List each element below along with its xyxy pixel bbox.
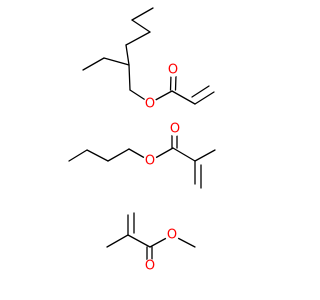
bond xyxy=(169,74,172,91)
bond xyxy=(103,57,130,66)
bond xyxy=(128,64,131,91)
bond xyxy=(191,85,210,98)
bond xyxy=(194,149,216,162)
carbonyl-oxygen-label: O xyxy=(145,259,155,274)
structure-2-ethylhexyl-acrylate: O O xyxy=(82,7,215,112)
bond xyxy=(68,149,88,162)
structure-methyl-methacrylate: O O xyxy=(106,212,196,274)
bond xyxy=(107,148,130,162)
molecule-diagram: O O O O O O xyxy=(68,7,216,274)
bond xyxy=(106,234,129,248)
bond xyxy=(171,90,196,105)
carbonyl-oxygen-label: O xyxy=(168,63,178,78)
carbonyl-oxygen-label: O xyxy=(170,122,180,137)
bond xyxy=(127,234,151,248)
ester-oxygen-label: O xyxy=(167,228,177,243)
bond xyxy=(131,19,151,33)
bond xyxy=(125,44,130,66)
bond xyxy=(172,147,196,162)
atom-background xyxy=(165,228,179,242)
bond xyxy=(125,31,151,46)
bond xyxy=(131,7,154,21)
ester-oxygen-label: O xyxy=(145,97,155,112)
bond xyxy=(174,74,177,91)
bond xyxy=(86,149,109,162)
atom-background xyxy=(166,63,180,77)
atom-background xyxy=(143,259,157,273)
bond xyxy=(82,57,105,71)
atom-background xyxy=(168,122,182,136)
structure-butyl-methacrylate: O O xyxy=(68,122,216,189)
bond xyxy=(194,91,215,105)
atom-background xyxy=(143,97,157,111)
ester-oxygen-label: O xyxy=(145,154,155,169)
atom-background xyxy=(143,154,157,168)
